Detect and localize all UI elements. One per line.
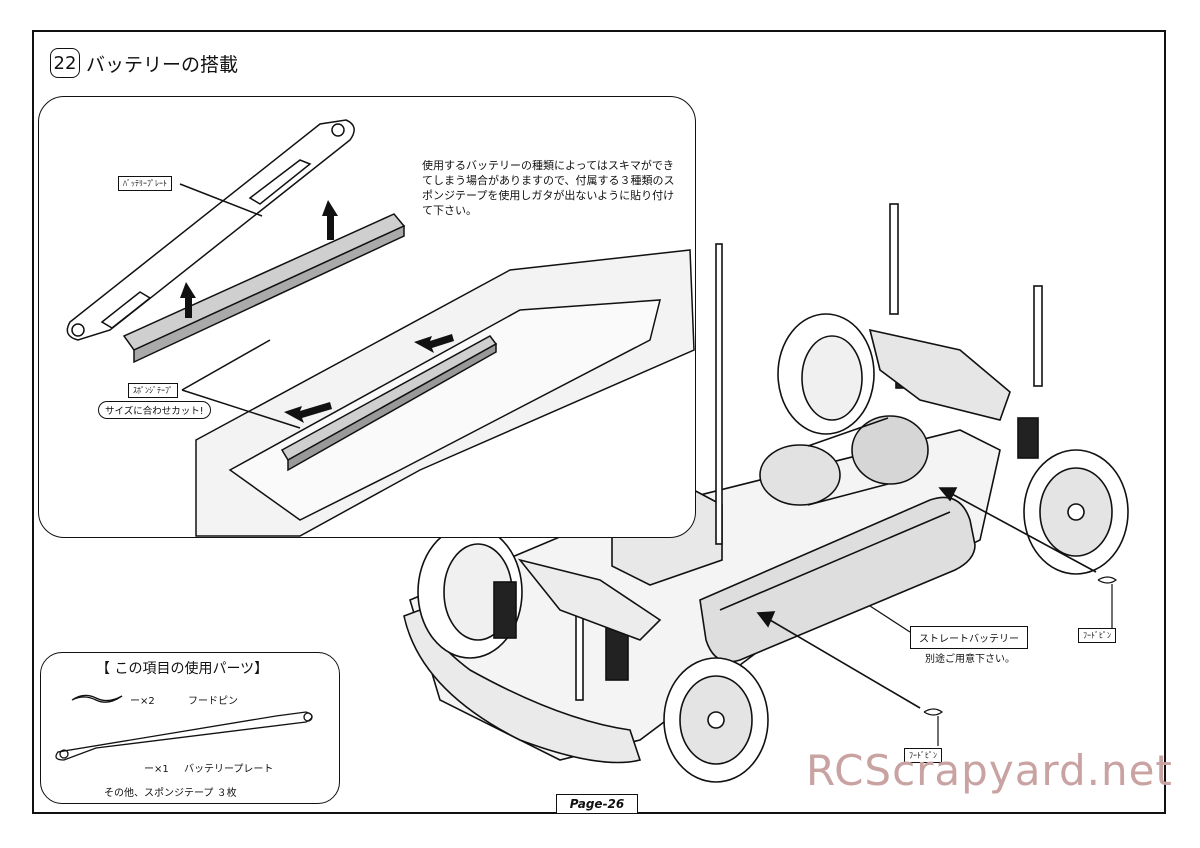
step-title: 22 バッテリーの搭載 (50, 48, 238, 78)
parts-heading: 【 この項目の使用パーツ】 (96, 661, 269, 677)
watermark: RCScrapyard.net (806, 746, 1173, 795)
body-pin-label-rear: ﾌｰﾄﾞﾋﾟﾝ (1078, 628, 1116, 643)
step-number: 22 (50, 48, 80, 78)
other-parts: その他、スポンジテープ ３枚 (104, 788, 237, 799)
body-pin-label-front: ﾌｰﾄﾞﾋﾟﾝ (904, 748, 942, 763)
straight-battery-label: ストレートバッテリー (910, 626, 1028, 649)
cut-to-size-label: サイズに合わせカット! (98, 401, 211, 419)
body-pin-icon (71, 694, 123, 703)
parts-used-panel (40, 652, 340, 804)
plate-qty: ー×1 (144, 764, 169, 775)
sponge-tape-label: ｽﾎﾟﾝｼﾞﾃｰﾌﾟ (128, 383, 178, 398)
page-number: Page-26 (556, 794, 638, 814)
battery-plate-icon (55, 711, 313, 761)
battery-plate-label: ﾊﾞｯﾃﾘｰﾌﾟﾚｰﾄ (118, 176, 172, 191)
pin-name: フードピン (188, 696, 238, 707)
step-heading: バッテリーの搭載 (86, 53, 239, 76)
inset-note: 使用するバッテリーの種類によってはスキマができてしまう場合がありますので、付属す… (422, 159, 675, 217)
sold-separately-note: 別途ご用意下さい。 (925, 654, 1015, 665)
plate-name: バッテリープレート (184, 764, 274, 775)
pin-qty: ー×2 (130, 696, 155, 707)
